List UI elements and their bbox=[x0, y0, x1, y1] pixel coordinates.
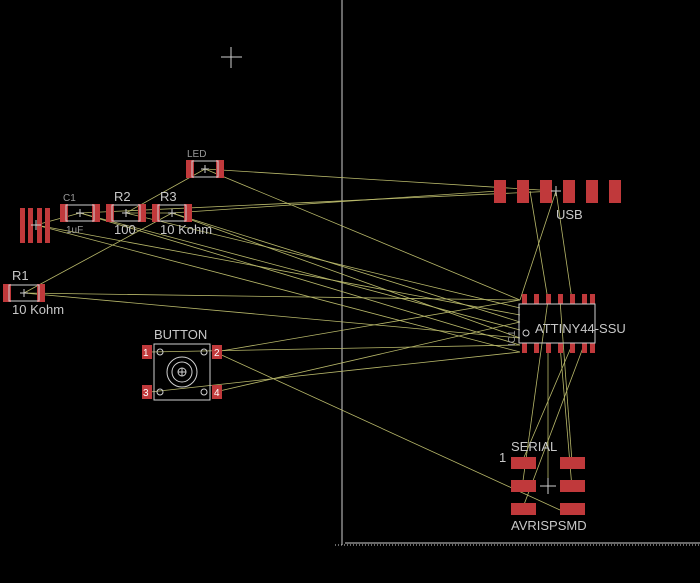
part-name-label: R1 bbox=[12, 268, 29, 283]
part-r2[interactable]: R2 100 bbox=[106, 189, 146, 237]
pin-label: 3 bbox=[143, 388, 149, 399]
part-name-label: BUTTON bbox=[154, 327, 207, 342]
part-value-label: 10 Kohm bbox=[12, 302, 64, 317]
part-ic1[interactable]: IC1 ATTINY44-SSU bbox=[507, 294, 626, 353]
part-c1[interactable]: C1 1uF bbox=[60, 193, 100, 236]
pin-label: 4 bbox=[214, 388, 220, 399]
part-r3[interactable]: R3 10 Kohm bbox=[152, 189, 212, 237]
pin-label: 1 bbox=[143, 348, 149, 359]
part-value-label: ATTINY44-SSU bbox=[535, 321, 626, 336]
part-name-label: C1 bbox=[63, 193, 76, 204]
part-usb[interactable]: USB bbox=[494, 180, 621, 222]
part-name-label: R3 bbox=[160, 189, 177, 204]
part-value-label: 1uF bbox=[66, 225, 83, 236]
part-name-label: R2 bbox=[114, 189, 131, 204]
part-value-label: 10 Kohm bbox=[160, 222, 212, 237]
part-connector-left[interactable] bbox=[20, 208, 50, 243]
part-name-label: USB bbox=[556, 207, 583, 222]
crosshair-icon bbox=[221, 47, 242, 68]
part-button[interactable]: BUTTON 1 2 3 4 bbox=[142, 327, 222, 401]
part-led[interactable]: LED bbox=[186, 149, 224, 178]
part-value-label: 100 bbox=[114, 222, 136, 237]
part-name-label: LED bbox=[187, 149, 206, 160]
part-r1[interactable]: R1 10 Kohm bbox=[3, 268, 64, 317]
part-name-label: SERIAL bbox=[511, 439, 557, 454]
part-value-label: AVRISPSMD bbox=[511, 518, 587, 533]
pin-label: 2 bbox=[214, 348, 220, 359]
part-name-label: IC1 bbox=[507, 330, 518, 346]
part-serial[interactable]: SERIAL 1 AVRISPSMD bbox=[499, 439, 587, 533]
pin1-label: 1 bbox=[499, 450, 506, 465]
